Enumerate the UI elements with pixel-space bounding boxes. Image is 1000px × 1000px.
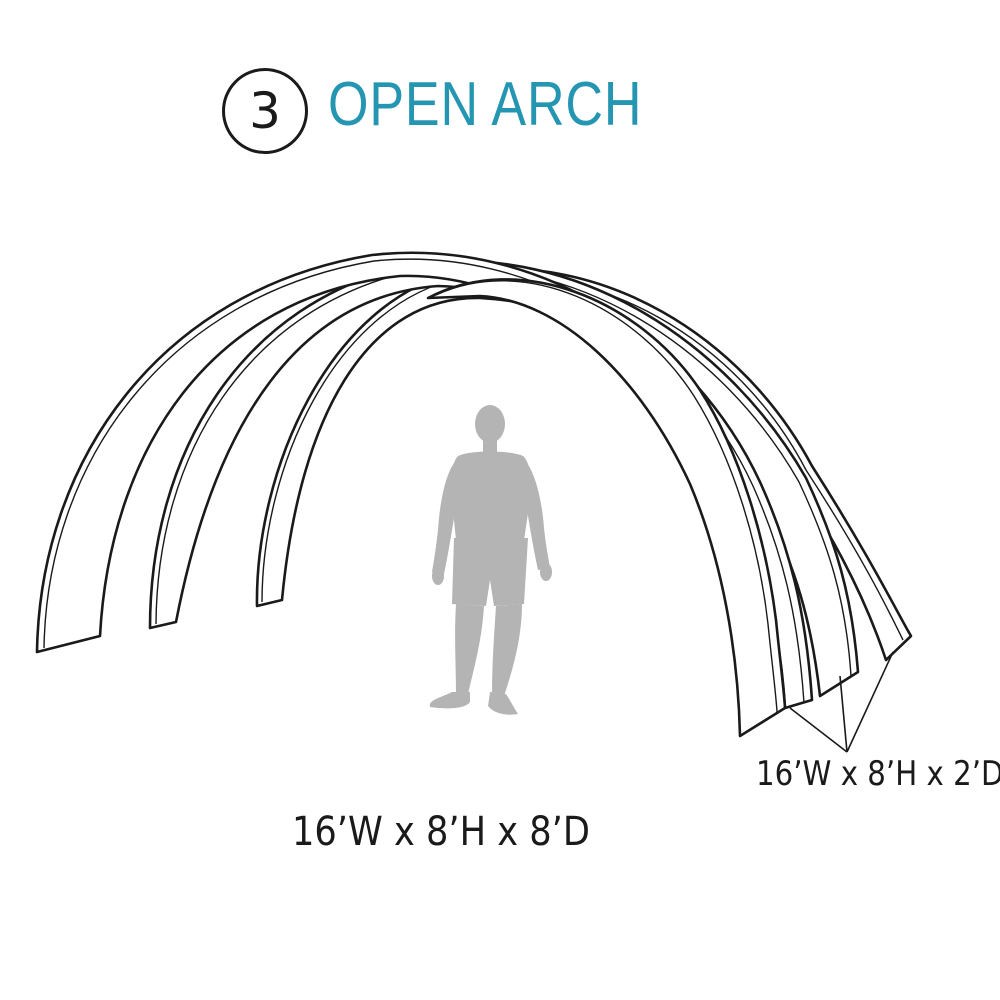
- arch-panel-2: [35, 251, 814, 710]
- human-scale-figure-icon: [429, 405, 552, 715]
- arch-panel-1: [426, 278, 787, 738]
- dimension-leaders: [789, 651, 894, 753]
- step-number-badge: 3: [222, 68, 308, 154]
- overall-dimensions-label: 16’W x 8’H x 8’D: [292, 809, 590, 855]
- arch-dimensions-label: 16’W x 8’H x 2’D: [756, 754, 1000, 794]
- step-number: 3: [249, 82, 281, 140]
- diagram-title: OPEN ARCH: [328, 70, 643, 139]
